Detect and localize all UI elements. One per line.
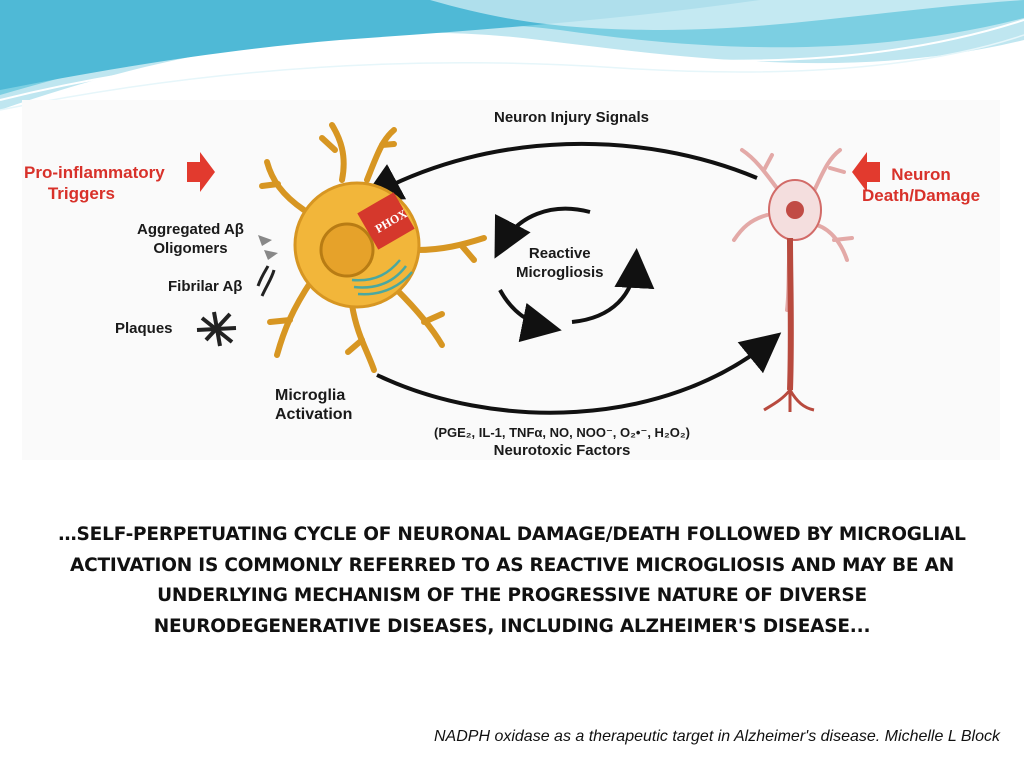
red-arrow-right bbox=[852, 152, 880, 192]
label-microglia-line1: Microglia bbox=[275, 387, 346, 404]
cycle-arrow-right bbox=[571, 248, 655, 324]
label-neuron-death-line2: Death/Damage bbox=[862, 186, 981, 205]
label-neuron-death-line1: Neuron bbox=[891, 165, 951, 184]
diagram-graphics bbox=[22, 100, 1000, 460]
axon-terminals bbox=[763, 389, 815, 412]
label-microglia-line2: Activation bbox=[275, 406, 353, 423]
label-aggregated-line2: Oligomers bbox=[153, 240, 228, 257]
fibril-glyph bbox=[256, 265, 276, 297]
label-reactive-line1: Reactive bbox=[528, 245, 591, 262]
microglia-nucleus bbox=[319, 222, 375, 278]
label-aggregated-oligomers: Aggregated Aβ Oligomers bbox=[137, 220, 244, 258]
label-plaques: Plaques bbox=[115, 320, 173, 337]
arrow-neuron-injury bbox=[361, 141, 758, 201]
red-arrow-left bbox=[187, 152, 215, 192]
neuron-nucleus bbox=[786, 201, 804, 219]
microglia-cell bbox=[259, 122, 487, 373]
label-reactive-microgliosis: Reactive Microgliosis bbox=[516, 244, 604, 282]
cycle-arrow-top bbox=[494, 206, 591, 259]
label-pro-inflammatory-line1: Pro-inflammatory bbox=[24, 163, 165, 182]
plaque-glyph bbox=[196, 311, 237, 347]
label-reactive-line2: Microgliosis bbox=[516, 264, 604, 281]
caption-line-1: …SELF-PERPETUATING CYCLE OF NEURONAL DAM… bbox=[58, 524, 966, 545]
caption-line-4: NEURODEGENERATIVE DISEASES, INCLUDING AL… bbox=[153, 615, 871, 637]
label-neuron-injury-signals: Neuron Injury Signals bbox=[494, 109, 650, 126]
neuron-axon bbox=[787, 237, 794, 391]
label-factors-line1: (PGE₂, IL-1, TNFα, NO, NOO⁻, O₂•⁻, H₂O₂) bbox=[434, 425, 690, 440]
header-wave-decoration bbox=[0, 0, 1024, 111]
slide-caption: …SELF-PERPETUATING CYCLE OF NEURONAL DAM… bbox=[20, 520, 1004, 642]
label-microglia-activation: Microglia Activation bbox=[275, 386, 352, 424]
label-fibrilar: Fibrilar Aβ bbox=[168, 278, 243, 295]
label-neurotoxic-factors: (PGE₂, IL-1, TNFα, NO, NOO⁻, O₂•⁻, H₂O₂)… bbox=[434, 424, 690, 460]
cycle-arrow-bottom bbox=[498, 289, 562, 343]
label-factors-line2: Neurotoxic Factors bbox=[493, 442, 631, 459]
label-aggregated-line1: Aggregated Aβ bbox=[137, 221, 244, 238]
caption-line-2: ACTIVATION IS COMMONLY REFERRED TO AS RE… bbox=[69, 554, 954, 576]
label-pro-inflammatory: Pro-inflammatory Triggers bbox=[24, 162, 165, 204]
oligomer-glyph bbox=[258, 235, 278, 260]
arrow-neurotoxic-factors bbox=[376, 332, 782, 415]
caption-line-3: UNDERLYING MECHANISM OF THE PROGRESSIVE … bbox=[157, 585, 867, 606]
diagram-background bbox=[22, 100, 1000, 460]
microgliosis-diagram: Neuron Injury Signals Pro-inflammatory T… bbox=[22, 100, 1000, 460]
label-neuron-death: Neuron Death/Damage bbox=[862, 164, 980, 206]
label-pro-inflammatory-line2: Triggers bbox=[47, 184, 115, 203]
citation-text: NADPH oxidase as a therapeutic target in… bbox=[434, 728, 1000, 745]
phox-block bbox=[357, 192, 415, 250]
